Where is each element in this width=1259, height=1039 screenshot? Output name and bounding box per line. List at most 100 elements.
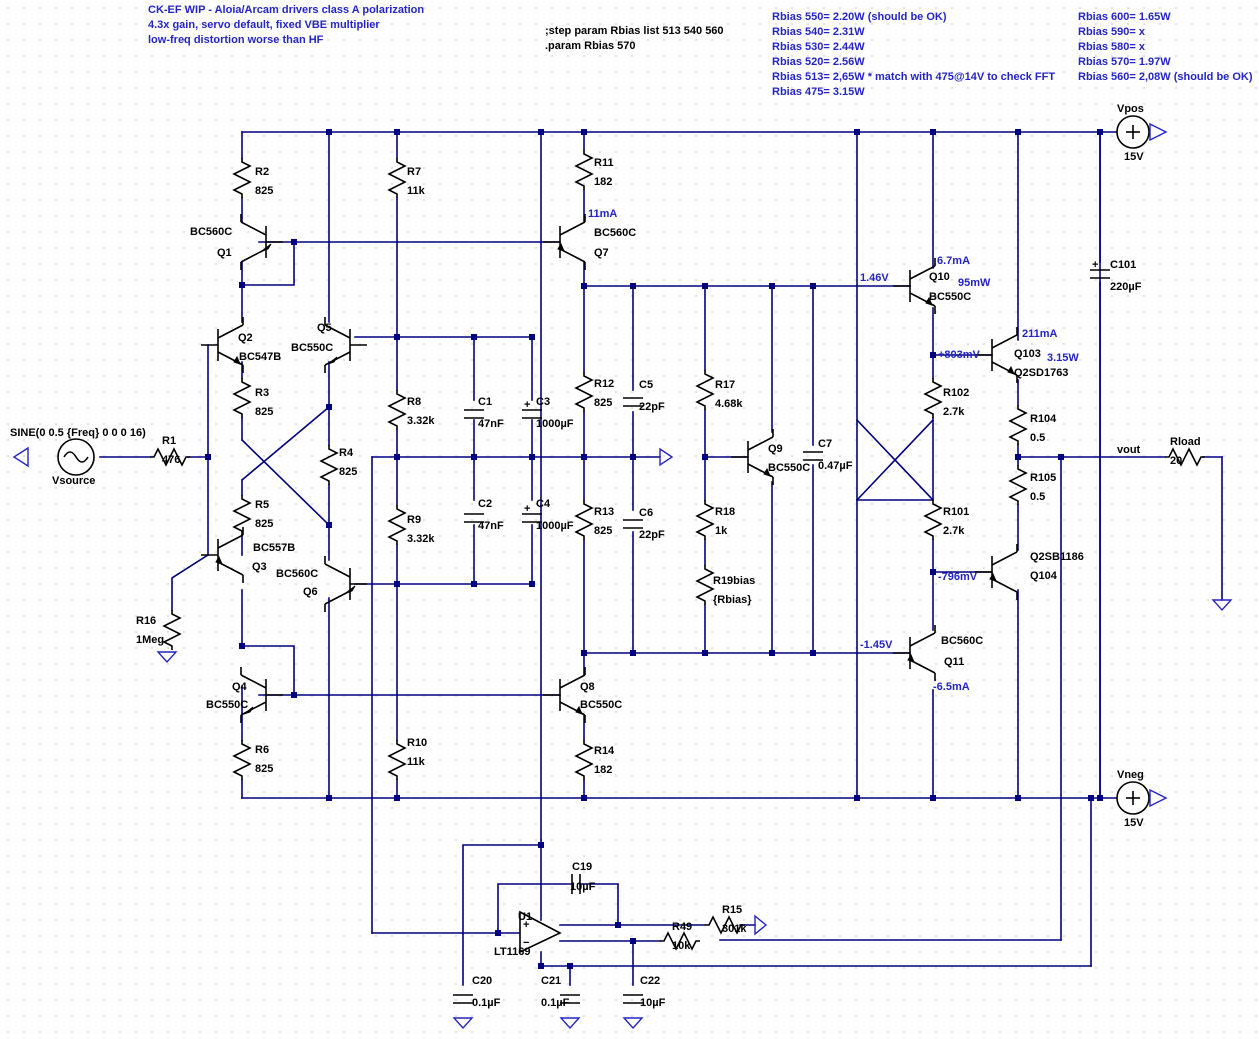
r105-name: R105 bbox=[1030, 472, 1056, 484]
q104-model: Q2SB1186 bbox=[1030, 551, 1084, 563]
q7-current: 11mA bbox=[588, 208, 617, 220]
r9-name: R9 bbox=[407, 514, 421, 526]
resistors[interactable]: R2825R3825R4825R5825R6825R711kR83.32kR93… bbox=[136, 150, 1205, 952]
vpos-symbol[interactable] bbox=[1116, 115, 1150, 149]
vsource-symbol[interactable] bbox=[57, 438, 95, 476]
r16-name: R16 bbox=[136, 615, 156, 627]
rload-value: 20 bbox=[1170, 455, 1182, 467]
q1-model: BC560C bbox=[190, 226, 232, 238]
r6-value: 825 bbox=[255, 763, 273, 775]
c20-name: C20 bbox=[472, 975, 492, 987]
directive-line-1: .param Rbias 570 bbox=[545, 40, 636, 52]
q10-power: 95mW bbox=[958, 277, 991, 289]
c1-name: C1 bbox=[478, 396, 492, 408]
q103-base-voltage: +803mV bbox=[938, 349, 981, 361]
c21-value: 0.1µF bbox=[541, 997, 570, 1009]
r101-value: 2.7k bbox=[943, 525, 965, 537]
r10-name: R10 bbox=[407, 737, 427, 749]
q8-name: Q8 bbox=[580, 681, 595, 693]
resistor-r8[interactable]: R83.32k bbox=[387, 390, 435, 430]
resistor-r19[interactable]: R19bias{Rbias} bbox=[695, 565, 755, 606]
opamp-u1[interactable]: + − bbox=[519, 910, 562, 954]
q103-model: Q2SD1763 bbox=[1014, 367, 1068, 379]
wires[interactable] bbox=[99, 131, 1223, 986]
q10-model: BC550C bbox=[929, 291, 971, 303]
labels: CK-EF WIP - Aloia/Arcam drivers class A … bbox=[10, 4, 1253, 958]
r5-name: R5 bbox=[255, 499, 269, 511]
vneg-symbol[interactable] bbox=[1116, 781, 1150, 815]
r104-value: 0.5 bbox=[1030, 432, 1045, 444]
c7-name: C7 bbox=[818, 438, 832, 450]
q10-name: Q10 bbox=[929, 271, 950, 283]
resistor-r105[interactable]: R105 0.5 bbox=[1008, 465, 1056, 505]
r19-value: {Rbias} bbox=[713, 594, 752, 606]
directive-line-0: ;step param Rbias list 513 540 560 bbox=[545, 25, 724, 37]
capacitor-c7[interactable]: C70.47µF bbox=[803, 438, 853, 472]
ground-icon bbox=[452, 1017, 474, 1030]
r7-name: R7 bbox=[407, 166, 421, 178]
q104-base-voltage: -796mV bbox=[938, 571, 978, 583]
c5-name: C5 bbox=[639, 379, 653, 391]
c4-name: C4 bbox=[536, 498, 551, 510]
svg-text:−: − bbox=[523, 937, 529, 949]
rbias-note-1: Rbias 540= 2.31W bbox=[772, 26, 865, 38]
r8-name: R8 bbox=[407, 396, 421, 408]
ground-icon bbox=[12, 446, 29, 468]
c2-value: 47nF bbox=[478, 520, 504, 532]
vneg-name: Vneg bbox=[1117, 769, 1144, 781]
r105-value: 0.5 bbox=[1030, 491, 1045, 503]
rbias-note-4: Rbias 513= 2,65W * match with 475@14V to… bbox=[772, 71, 1055, 83]
capacitors[interactable]: C147nFC247nF+C31000µF+C41000µFC522pFC622… bbox=[453, 259, 1142, 1009]
resistor-r9[interactable]: R93.32k bbox=[387, 505, 435, 545]
arrow-flag-icon bbox=[659, 447, 674, 467]
c22-value: 10µF bbox=[640, 997, 666, 1009]
rbias-note-b-3: Rbias 570= 1.97W bbox=[1078, 56, 1171, 68]
